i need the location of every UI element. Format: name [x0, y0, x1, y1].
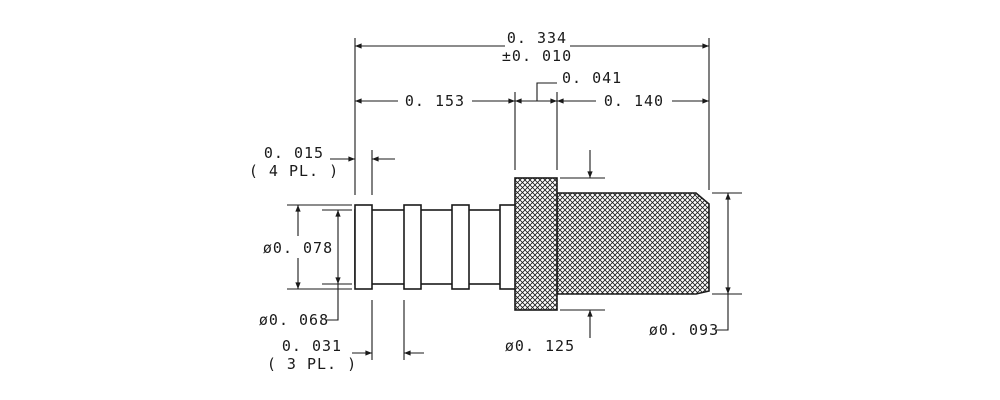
shank-diameter-label: ø0. 068 — [259, 311, 329, 329]
shank-length-label: 0. 153 — [405, 92, 465, 110]
barb-2 — [403, 204, 422, 290]
barb-1 — [354, 204, 373, 290]
pin-part — [354, 177, 710, 311]
barb-pitch-label: 0. 031 — [282, 337, 342, 355]
collar-diameter-dimension: ø0. 125 — [505, 150, 593, 355]
barb-pitch-qty-label: ( 3 PL. ) — [267, 355, 357, 373]
knurled-tail — [556, 192, 710, 295]
knurl-diameter-label: ø0. 093 — [649, 321, 719, 339]
shank-body — [354, 209, 516, 285]
barb-pitch-dimension: 0. 031 ( 3 PL. ) — [267, 337, 424, 373]
barb-3 — [451, 204, 470, 290]
overall-tolerance-label: ±0. 010 — [502, 47, 572, 65]
overall-length-label: 0. 334 — [507, 29, 567, 47]
shank-diameter-dimension: ø0. 068 — [259, 210, 341, 329]
knurled-collar — [514, 177, 558, 311]
collar-width-dimension: 0. 041 — [515, 69, 622, 104]
barb-diameter-dimension: ø0. 078 — [263, 205, 333, 289]
shank-length-dimension: 0. 153 — [355, 92, 515, 110]
knurl-diameter-dimension: ø0. 093 — [649, 193, 731, 339]
collar-width-label: 0. 041 — [562, 69, 622, 87]
barb-width-qty-label: ( 4 PL. ) — [249, 162, 339, 180]
collar-diameter-label: ø0. 125 — [505, 337, 575, 355]
barb-width-label: 0. 015 — [264, 144, 324, 162]
overall-length-dimension: 0. 334 ±0. 010 — [355, 29, 709, 65]
barb-diameter-label: ø0. 078 — [263, 239, 333, 257]
extension-lines — [287, 38, 742, 360]
barb-width-dimension: 0. 015 ( 4 PL. ) — [249, 144, 395, 180]
knurl-length-label: 0. 140 — [604, 92, 664, 110]
knurl-length-dimension: 0. 140 — [557, 92, 709, 110]
